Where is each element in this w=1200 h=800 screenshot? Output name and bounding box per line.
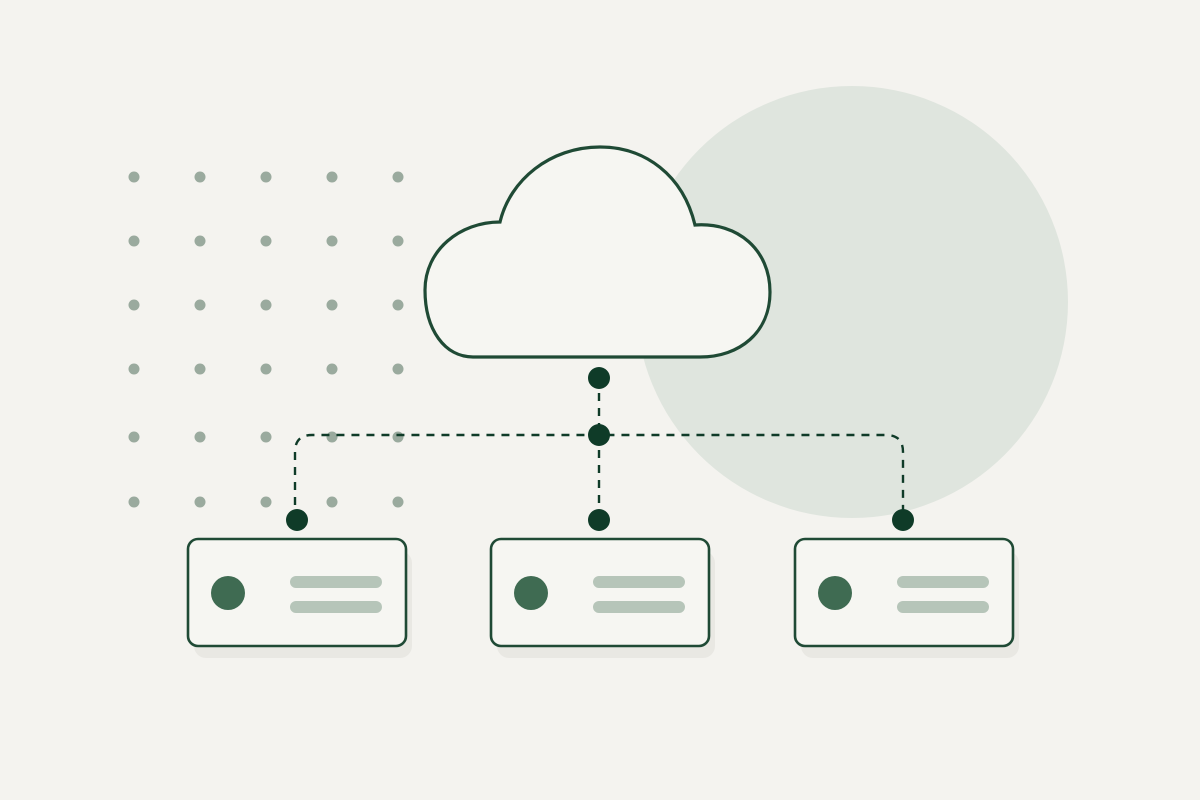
- grid-dot: [260, 299, 272, 311]
- grid-dot: [194, 496, 206, 508]
- server-icon: [186, 537, 408, 648]
- status-indicator: [514, 576, 548, 610]
- connection-nodes: [286, 367, 914, 531]
- grid-dot: [392, 171, 404, 183]
- text-placeholder-line: [593, 576, 685, 588]
- grid-dot: [326, 171, 338, 183]
- server-icon: [793, 537, 1015, 648]
- grid-dot: [392, 496, 404, 508]
- grid-dot: [128, 299, 140, 311]
- grid-dot: [392, 363, 404, 375]
- grid-dot: [194, 363, 206, 375]
- text-placeholder-line: [593, 601, 685, 613]
- backdrop-circle: [636, 86, 1068, 518]
- node-server-right: [892, 509, 914, 531]
- text-placeholder-line: [290, 601, 382, 613]
- grid-dot: [128, 431, 140, 443]
- grid-dot: [326, 299, 338, 311]
- grid-dot: [128, 496, 140, 508]
- status-indicator: [211, 576, 245, 610]
- grid-dot: [128, 363, 140, 375]
- grid-dot: [326, 431, 338, 443]
- server-icon: [489, 537, 711, 648]
- node-server-left: [286, 509, 308, 531]
- grid-dot: [194, 235, 206, 247]
- text-placeholder-line: [897, 601, 989, 613]
- text-placeholder-line: [897, 576, 989, 588]
- grid-dot: [260, 235, 272, 247]
- grid-dot: [326, 235, 338, 247]
- grid-dot: [392, 299, 404, 311]
- grid-dot: [260, 496, 272, 508]
- server-right-card: [793, 537, 1015, 648]
- grid-dot: [194, 171, 206, 183]
- grid-dot: [128, 171, 140, 183]
- cloud-icon: [423, 145, 772, 359]
- grid-dot: [326, 363, 338, 375]
- grid-dot: [260, 431, 272, 443]
- grid-dot: [260, 363, 272, 375]
- server-cards: [186, 537, 1015, 648]
- grid-dot: [128, 235, 140, 247]
- grid-dot: [392, 235, 404, 247]
- dot-grid-decoration: [128, 171, 404, 508]
- grid-dot: [260, 171, 272, 183]
- node-server-center: [588, 509, 610, 531]
- grid-dot: [194, 431, 206, 443]
- node-hub: [588, 424, 610, 446]
- grid-dot: [392, 431, 404, 443]
- status-indicator: [818, 576, 852, 610]
- server-left-card: [186, 537, 408, 648]
- node-cloud-bottom: [588, 367, 610, 389]
- grid-dot: [194, 299, 206, 311]
- text-placeholder-line: [290, 576, 382, 588]
- server-center-card: [489, 537, 711, 648]
- grid-dot: [326, 496, 338, 508]
